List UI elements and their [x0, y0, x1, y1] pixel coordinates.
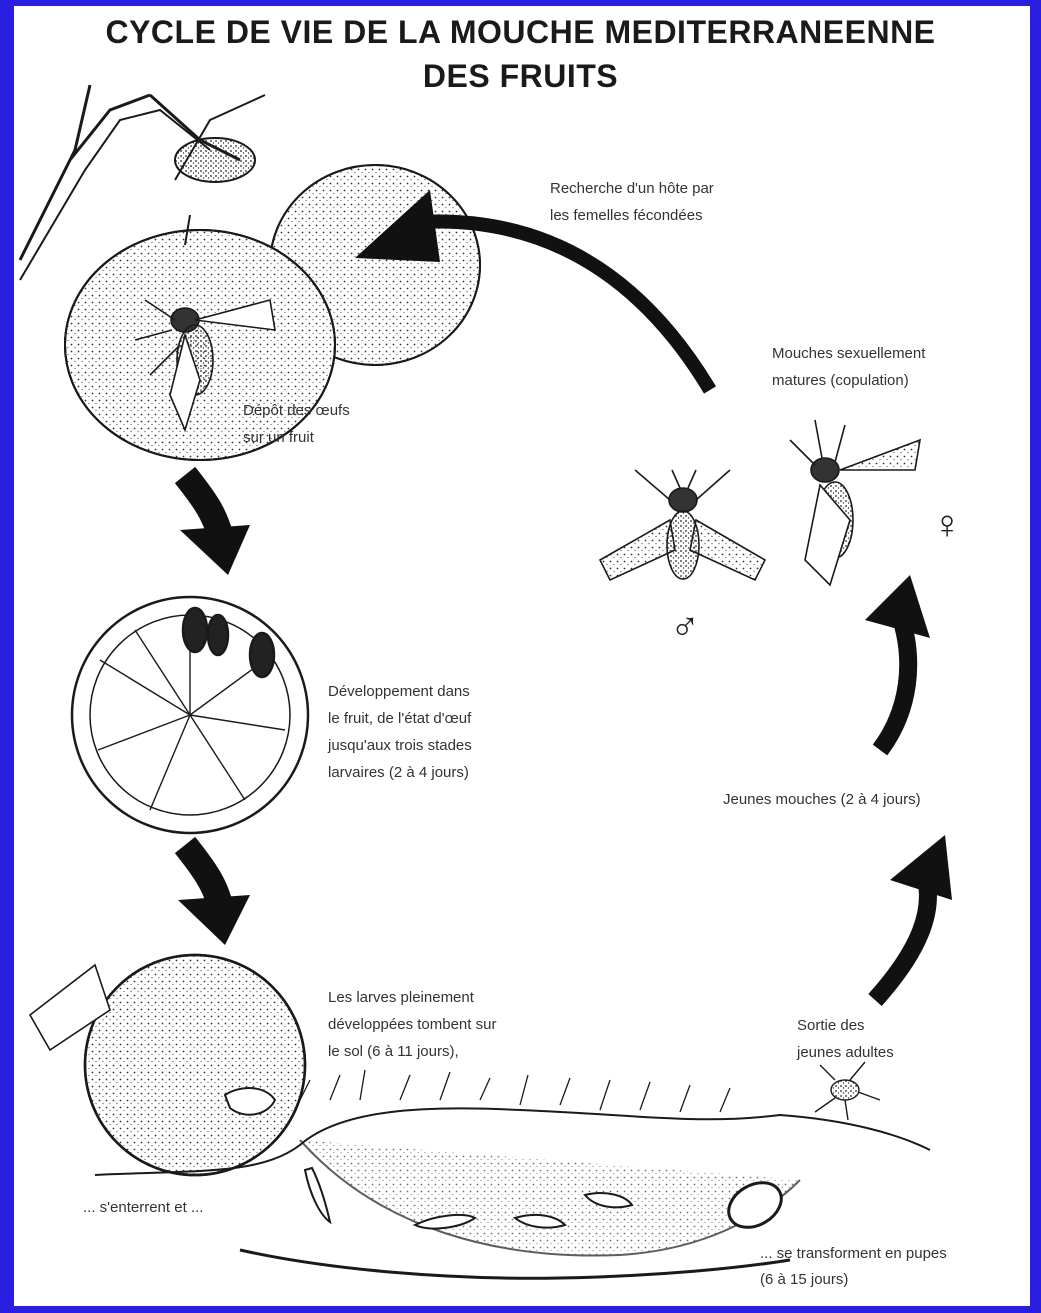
label-host-search-line1: Recherche d'un hôte par	[550, 175, 714, 202]
label-egg-laying-line2: sur un fruit	[243, 424, 314, 451]
arrow-down-2	[178, 845, 250, 945]
label-larvae-fall-line1: Les larves pleinement	[328, 984, 474, 1011]
female-fly-icon	[790, 420, 920, 585]
male-fly-icon	[600, 470, 765, 580]
female-symbol: ♀	[932, 503, 962, 547]
label-larvae-fall-line2: développées tombent sur	[328, 1011, 496, 1038]
emerging-adult-fly-icon	[815, 1062, 880, 1120]
label-host-search-line2: les femelles fécondées	[550, 202, 703, 229]
male-symbol: ♂	[670, 605, 700, 649]
label-development-line1: Développement dans	[328, 678, 470, 705]
label-development-line3: jusqu'aux trois stades	[328, 732, 472, 759]
arrow-up-2	[865, 575, 930, 750]
label-development-line2: le fruit, de l'état d'œuf	[328, 705, 471, 732]
arrow-down-1	[180, 475, 250, 575]
label-mature-flies-line2: matures (copulation)	[772, 367, 909, 394]
label-pupae-line2: (6 à 15 jours)	[760, 1266, 848, 1293]
label-emergence-line2: jeunes adultes	[797, 1039, 894, 1066]
label-burrow: ... s'enterrent et ...	[83, 1194, 203, 1221]
label-mature-flies-line1: Mouches sexuellement	[772, 340, 925, 367]
fallen-fruit	[30, 955, 305, 1175]
label-larvae-fall-line3: le sol (6 à 11 jours),	[328, 1038, 459, 1065]
label-emergence-line1: Sortie des	[797, 1012, 865, 1039]
label-egg-laying-line1: Dépôt des œufs	[243, 397, 350, 424]
label-development-line4: larvaires (2 à 4 jours)	[328, 759, 469, 786]
sliced-fruit	[72, 597, 308, 833]
label-young-flies: Jeunes mouches (2 à 4 jours)	[723, 786, 921, 813]
arrow-up-1	[875, 835, 952, 1000]
label-pupae-line1: ... se transforment en pupes	[760, 1240, 947, 1267]
